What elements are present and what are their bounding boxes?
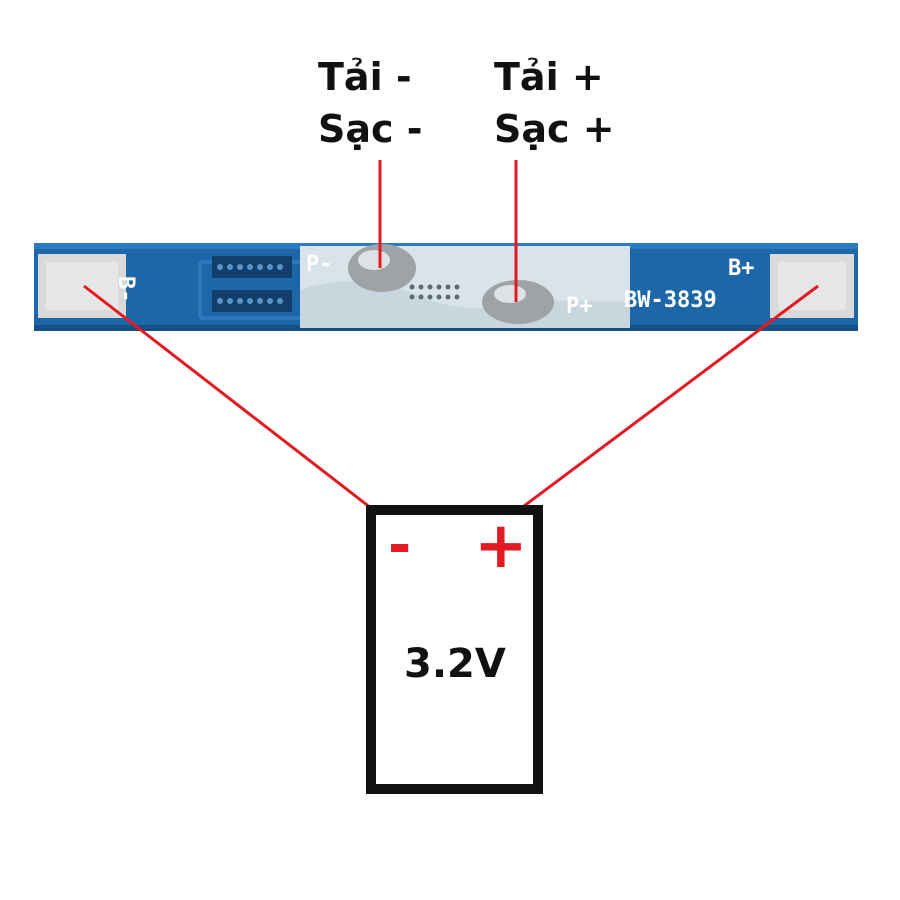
wire-b-plus-to-battery [511, 284, 819, 517]
battery-plus-symbol: + [474, 509, 528, 583]
pcb-solder-smear [300, 281, 630, 328]
via-dot [445, 284, 451, 290]
pcb-label-b-plus: B+ [728, 256, 755, 281]
via-dot [247, 298, 253, 304]
solder-p-minus-highlight [358, 250, 390, 270]
pcb-label-p-plus: P+ [566, 294, 593, 319]
battery-outline [366, 505, 543, 794]
protection-pcb [34, 243, 858, 331]
solder-p-plus-highlight [494, 285, 526, 303]
via-dot [454, 284, 460, 290]
via-dot [227, 298, 233, 304]
via-dot [427, 294, 433, 300]
via-dot [427, 284, 433, 290]
via-dot [409, 294, 415, 300]
via-dot [418, 284, 424, 290]
via-dot [247, 264, 253, 270]
via-dot [418, 294, 424, 300]
via-dot [454, 294, 460, 300]
wire-b-minus-to-battery [83, 284, 381, 517]
via-dot [257, 298, 263, 304]
via-dot [277, 298, 283, 304]
label-charge-plus: Sạc + [494, 107, 615, 151]
pcb-label-p-minus: P- [306, 252, 333, 277]
via-dot [237, 298, 243, 304]
via-dot [409, 284, 415, 290]
via-dot [217, 264, 223, 270]
label-load-minus: Tải - [318, 55, 412, 99]
pcb-label-b-minus: B- [113, 276, 138, 303]
via-dot [217, 298, 223, 304]
via-dot [436, 294, 442, 300]
battery-voltage: 3.2V [404, 641, 506, 687]
via-dots [217, 264, 460, 304]
via-dot [257, 264, 263, 270]
via-dot [445, 294, 451, 300]
via-dot [267, 264, 273, 270]
label-load-plus: Tải + [494, 55, 604, 99]
pad-b-plus-shade [778, 262, 846, 310]
pcb-model-label: BW-3839 [624, 288, 717, 313]
wires [83, 160, 819, 517]
via-dot [227, 264, 233, 270]
via-dot [277, 264, 283, 270]
via-dot [237, 264, 243, 270]
label-charge-minus: Sạc - [318, 107, 423, 151]
via-dot [436, 284, 442, 290]
battery-minus-symbol: - [388, 513, 412, 578]
via-dot [267, 298, 273, 304]
